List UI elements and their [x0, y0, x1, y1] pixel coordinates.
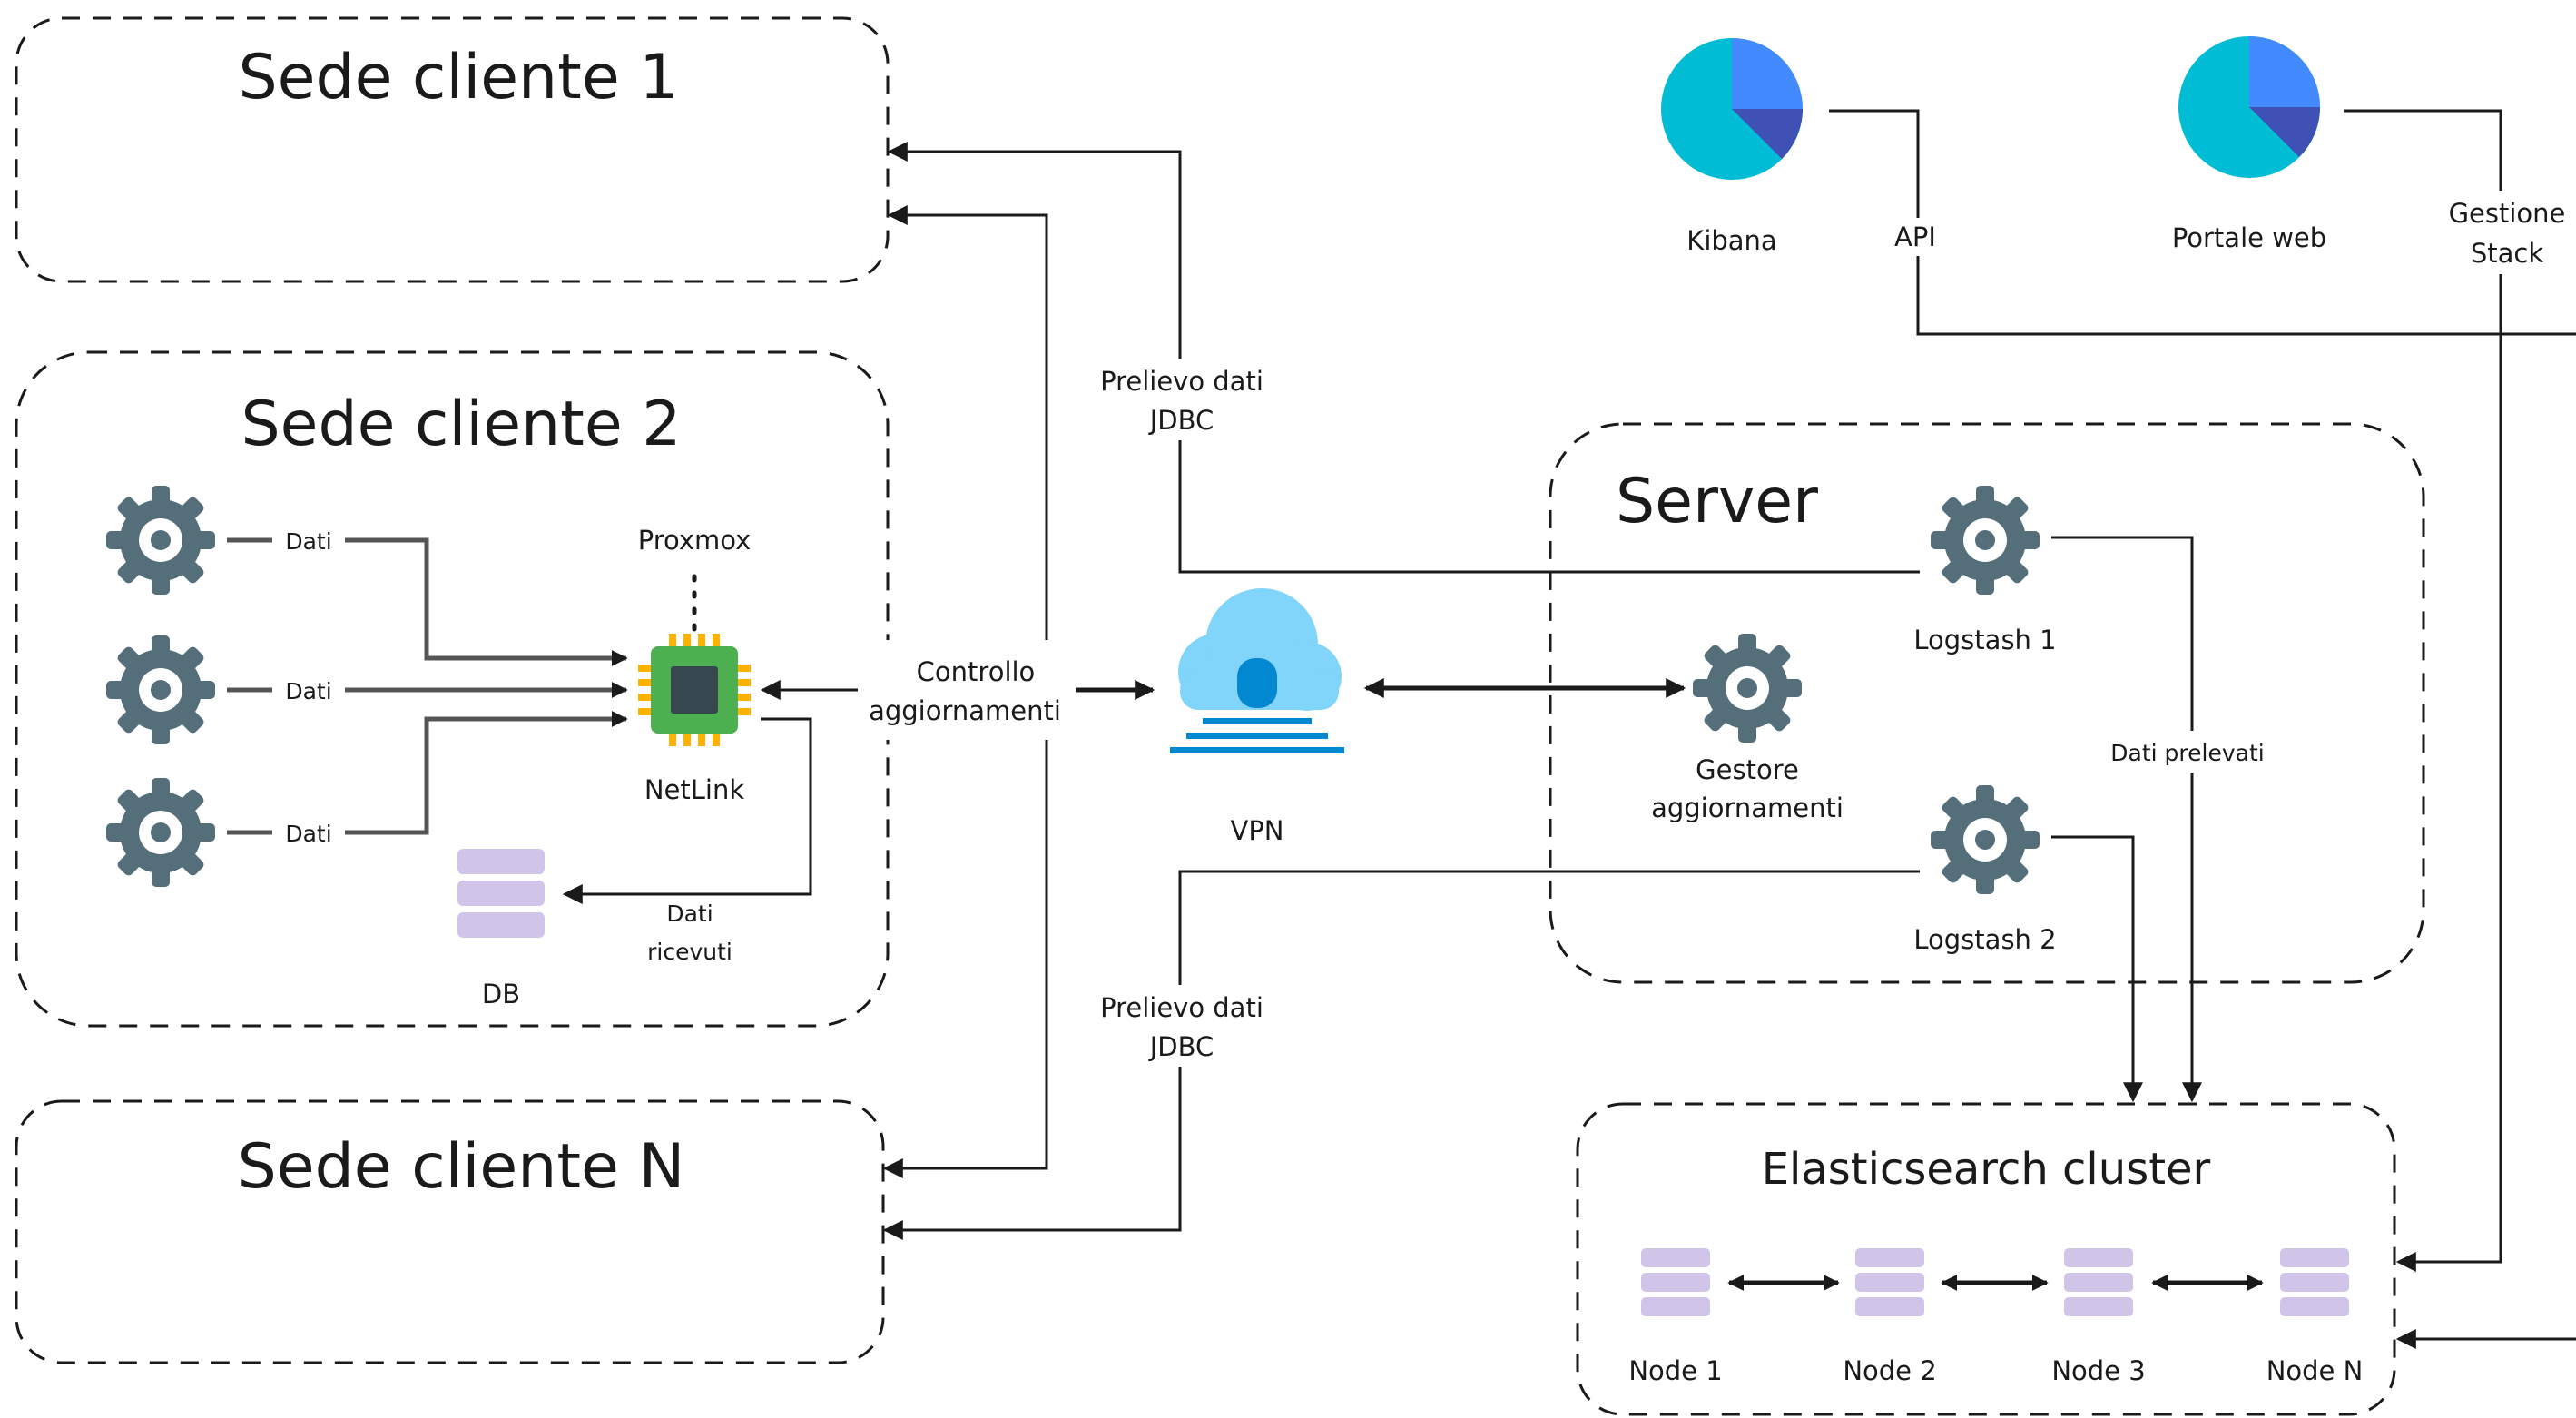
cluster-node-label: Node 3 — [2051, 1355, 2145, 1386]
gear-icon — [1693, 634, 1802, 743]
logstash-2-label: Logstash 2 — [1913, 924, 2056, 955]
gear-icon — [1931, 486, 2040, 595]
database-icon — [2064, 1248, 2133, 1316]
edge-label-dati: Dati — [285, 821, 331, 847]
netlink-label: NetLink — [644, 774, 744, 805]
pie-chart-icon — [2178, 36, 2320, 178]
edge-dati-1 — [227, 537, 628, 666]
pie-chart-icon — [1661, 38, 1803, 180]
edge-label-gestione-line2: Stack — [2471, 238, 2543, 269]
logstash-1-label: Logstash 1 — [1913, 625, 2056, 655]
edge-label-controllo-line1: Controllo — [917, 656, 1036, 687]
portale-web-label: Portale web — [2172, 222, 2326, 253]
edge-label-dati-prelevati: Dati prelevati — [2110, 740, 2264, 766]
edge-dati-ricevuti — [562, 717, 812, 904]
title-elasticsearch-cluster: Elasticsearch cluster — [1762, 1144, 2211, 1195]
edge-logstash-2-to-cluster — [2051, 835, 2143, 1103]
db-label: DB — [482, 979, 520, 1009]
edge-label-prelievo-line1: Prelievo dati — [1100, 366, 1263, 397]
edge-label-dati: Dati — [285, 678, 331, 704]
edge-gestione-stack — [2344, 109, 2502, 1272]
gestore-label-line2: aggiornamenti — [1651, 793, 1844, 823]
edge-label-gestione-line1: Gestione — [2449, 198, 2566, 229]
title-sede-cliente-2: Sede cliente 2 — [241, 389, 681, 460]
edge-label-prelievo-line2: JDBC — [1148, 1031, 1214, 1062]
title-server: Server — [1616, 466, 1818, 537]
edge-label-controllo-line2: aggiornamenti — [869, 695, 1061, 726]
cluster-node-label: Node N — [2266, 1355, 2364, 1386]
group-server — [1549, 422, 2425, 984]
gear-icon — [106, 635, 215, 744]
proxmox-label: Proxmox — [638, 525, 752, 556]
edge-controllo-to-sede-1 — [887, 205, 1048, 690]
edge-label-dati: Dati — [285, 528, 331, 555]
chip-icon — [638, 634, 751, 746]
database-icon — [1855, 1248, 1924, 1316]
cloud-vpn-icon — [1170, 588, 1344, 753]
title-sede-cliente-1: Sede cliente 1 — [238, 42, 678, 113]
gear-icon — [106, 486, 215, 595]
edge-label-prelievo-line1: Prelievo dati — [1100, 992, 1263, 1023]
edge-label-dati-ricevuti-line1: Dati — [666, 901, 713, 927]
database-icon — [2280, 1248, 2349, 1316]
gear-icon — [106, 778, 215, 887]
group-elasticsearch-cluster — [1576, 1102, 2396, 1416]
cluster-node-label: Node 1 — [1628, 1355, 1722, 1386]
edge-label-prelievo-line2: JDBC — [1148, 405, 1214, 436]
gestore-label-line1: Gestore — [1696, 754, 1799, 785]
cluster-node-label: Node 2 — [1843, 1355, 1936, 1386]
edge-label-dati-ricevuti-line2: ricevuti — [647, 939, 732, 965]
kibana-label: Kibana — [1686, 225, 1776, 256]
edge-logstash-1-to-cluster — [2051, 536, 2202, 1103]
edge-label-api: API — [1894, 222, 1936, 252]
title-sede-cliente-n: Sede cliente N — [238, 1131, 685, 1203]
vpn-label: VPN — [1230, 815, 1283, 846]
database-icon — [457, 849, 545, 938]
edge-controllo-to-sede-n — [882, 690, 1048, 1178]
database-icon — [1641, 1248, 1710, 1316]
gear-icon — [1931, 785, 2040, 894]
